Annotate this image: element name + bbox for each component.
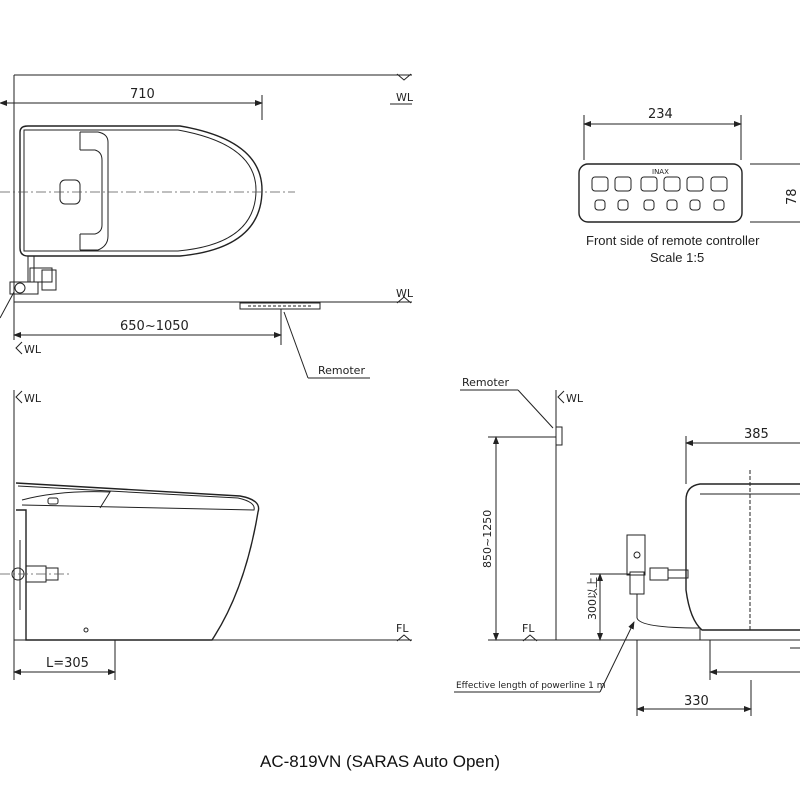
remote-callout-top: Remoter: [318, 364, 365, 377]
toilet-front-outline: [685, 483, 800, 631]
outlet-box-icon: [626, 534, 646, 576]
top-view: WL 710 WL: [0, 73, 414, 379]
dim-234: 234: [648, 107, 673, 122]
wl-label-bottom: WL: [396, 287, 414, 300]
toilet-side-outline: [15, 482, 260, 641]
dim-650-1050: 650~1050: [120, 319, 189, 334]
dim-78: 78: [785, 188, 800, 205]
remote-button-stop-icon: [710, 176, 728, 192]
wl-marker-top: [396, 73, 412, 81]
remote-caption-line2: Scale 1:5: [650, 250, 704, 265]
remote-top-icon: [239, 302, 321, 310]
dim-850-1250: 850~1250: [481, 510, 494, 568]
remote-button-square-icon: [640, 176, 658, 192]
side-view: WL FL L=305: [0, 390, 412, 680]
wl-label-left: WL: [24, 343, 42, 356]
dim-l305: L=305: [46, 656, 89, 671]
remote-caption-line1: Front side of remote controller: [586, 233, 760, 248]
remote-body: [578, 163, 743, 223]
remote-side-icon: [555, 426, 563, 446]
remote-callout-front: Remoter: [462, 376, 509, 389]
powerline-label: Effective length of powerline 1 m: [456, 681, 605, 691]
front-fl-label: FL: [522, 622, 535, 635]
remote-button-minus-icon: [591, 176, 609, 192]
model-title: AC-819VN (SARAS Auto Open): [260, 752, 500, 771]
dim-710: 710: [130, 87, 155, 102]
dim-300: 300以上: [586, 577, 599, 620]
remote-brand: INAX: [652, 168, 669, 176]
dim-385: 385: [744, 427, 769, 442]
side-valve-icon: [0, 540, 70, 610]
toilet-top-outline: [19, 125, 263, 257]
remote-button-pause-icon: [686, 176, 704, 192]
side-wl-label: WL: [24, 392, 42, 405]
valve-icon: [0, 256, 57, 319]
wl-label-top: WL: [396, 91, 414, 104]
remote-button-square2-icon: [663, 176, 681, 192]
side-fl-label: FL: [396, 622, 409, 635]
dim-330: 330: [684, 694, 709, 709]
remote-button-dot-icon: [614, 176, 632, 192]
front-view: Remoter WL 850~1250 FL 300以上 385: [454, 376, 800, 716]
front-wl-label: WL: [566, 392, 584, 405]
remote-controller-view: 234 78 INAX Front side of remote control…: [578, 107, 800, 265]
